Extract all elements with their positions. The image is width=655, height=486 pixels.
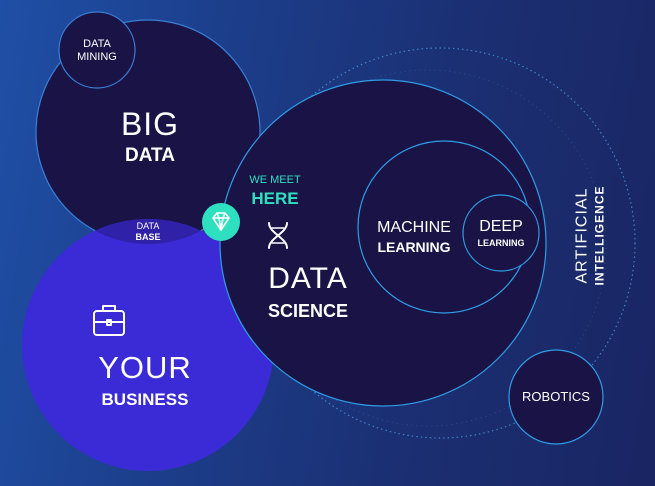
deep-learning-label: DEEP LEARNING [470,219,532,248]
ai-line2: INTELLIGENCE [592,185,607,286]
machine-learning-label: MACHINE LEARNING [368,219,460,255]
data-science-line2: SCIENCE [267,301,348,321]
data-mining-line1: DATA [83,38,111,50]
we-meet-line1: WE MEET [249,174,301,186]
ai-line1: ARTIFICIAL [573,187,591,284]
big-data-line1: BIG [120,106,180,142]
we-meet-here-label: WE MEET HERE [240,174,310,208]
robotics-label: ROBOTICS [522,389,590,404]
your-business-circle [22,219,274,471]
data-science-label: DATA SCIENCE [248,262,368,321]
meeting-point-marker [202,203,240,241]
dna-icon [268,222,288,249]
we-meet-line2: HERE [251,189,299,208]
data-base-label: DATA BASE [126,221,170,243]
diamond-icon [212,212,230,231]
robotics-circle [508,349,604,445]
briefcase-icon [93,305,125,336]
deep-learning-line2: LEARNING [477,238,525,248]
machine-learning-line2: LEARNING [377,239,451,255]
data-mining-circle [58,11,136,89]
big-data-line2: DATA [125,145,175,166]
data-base-line1: DATA [136,221,160,231]
ai-inner-ring [249,69,607,427]
your-business-line1: YOUR [98,350,192,385]
your-business-label: YOUR BUSINESS [80,352,210,408]
machine-learning-line1: MACHINE [377,219,451,236]
big-data-label: BIG DATA [100,108,200,165]
data-mining-line2: MINING [77,51,117,63]
data-base-line2: BASE [135,232,161,242]
data-science-line1: DATA [268,262,348,295]
deep-learning-circle [462,194,540,272]
ai-label: ARTIFICIAL INTELLIGENCE [573,166,607,306]
deep-learning-line1: DEEP [479,218,523,235]
data-mining-label: DATA MINING [62,38,132,64]
your-business-line2: BUSINESS [101,390,189,409]
